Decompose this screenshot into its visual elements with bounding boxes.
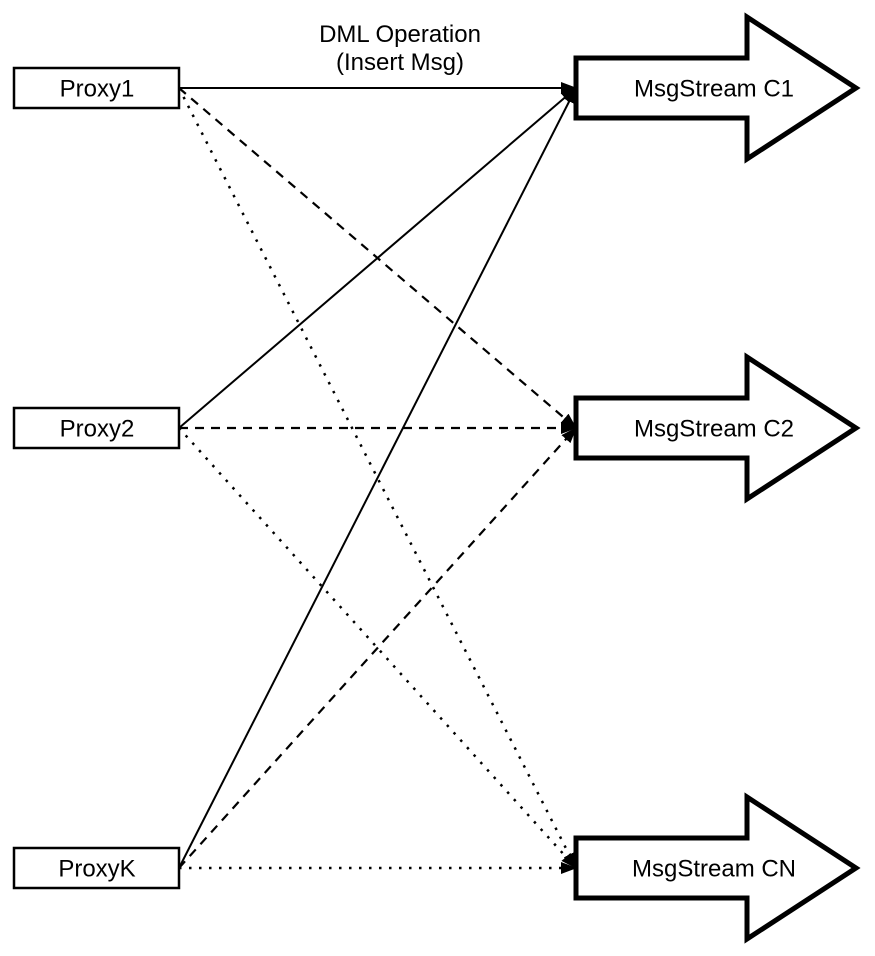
msgstream-c2-arrow-shape [573,352,861,504]
proxyk-box [12,846,181,890]
annotation-line2: (Insert Msg) [336,49,464,76]
msgstream-c2-node: MsgStream C2 [573,352,861,504]
proxy1-box [12,66,181,110]
edge-proxyk-to-msgstream-c1 [178,87,577,869]
edge-layer [177,82,578,874]
msgstream-cn-label: MsgStream CN [632,856,796,883]
proxy1-node: Proxy1 [12,66,181,110]
annotation-line1: DML Operation [319,21,481,48]
edge-proxy1-to-msgstream-c2 [178,87,577,429]
msgstream-cn-node: MsgStream CN [573,792,861,944]
proxy2-label: Proxy2 [60,416,135,443]
msgstream-c2-label: MsgStream C2 [634,416,794,443]
edge-proxyk-to-msgstream-c2 [178,427,577,869]
proxyk-node: ProxyK [12,846,181,890]
msgstream-c1-arrow-shape [573,12,861,164]
msgstream-c1-node: MsgStream C1 [573,12,861,164]
msgstream-cn-arrow-shape [573,792,861,944]
proxy2-node: Proxy2 [12,406,181,450]
proxy2-box [12,406,181,450]
proxyk-label: ProxyK [58,856,135,883]
dml-operation-annotation: DML Operation (Insert Msg) [319,21,481,76]
msgstream-c1-label: MsgStream C1 [634,76,794,103]
proxy1-label: Proxy1 [60,76,135,103]
